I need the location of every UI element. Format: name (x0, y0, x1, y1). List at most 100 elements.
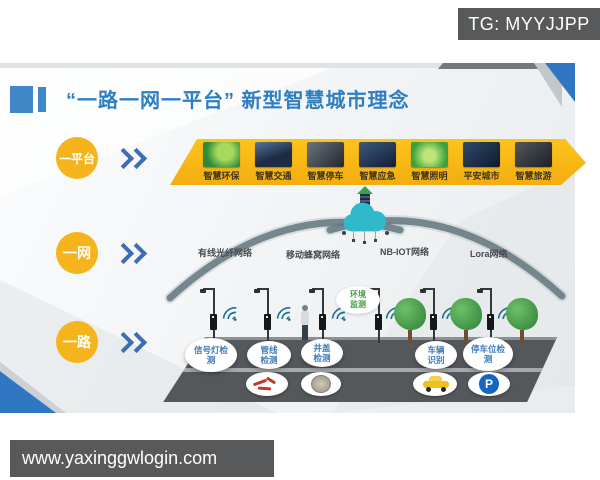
app-item: 智慧停车 (304, 142, 347, 182)
app-label: 智慧交通 (255, 171, 292, 181)
badge-road-label: 一路 (63, 334, 91, 350)
app-label: 智慧停车 (307, 171, 344, 181)
tourism-night-icon (515, 142, 552, 167)
road-lane-line (163, 368, 558, 372)
sensor-label: 井盖检测 (313, 342, 331, 363)
streetlight-pole (309, 288, 326, 343)
streetlight-pole (420, 288, 437, 343)
pipe-segment (257, 386, 272, 391)
app-item: 智慧应急 (356, 142, 399, 182)
connector-dot (342, 231, 346, 235)
controller-box (375, 314, 382, 330)
cloud-icon (343, 202, 387, 232)
tree-trunk (520, 330, 524, 344)
connector-dot (385, 231, 389, 235)
wifi-icon (222, 307, 237, 321)
smart-lighting-icon (411, 142, 448, 167)
streetlight-pole (477, 288, 494, 343)
sensor-ellipse-manhole: 井盖检测 (301, 339, 343, 367)
manhole-cover (311, 375, 331, 393)
badge-network: 一网 (56, 232, 98, 274)
pedestrian-icon (300, 305, 310, 341)
badge-platform: 一平台 (56, 137, 98, 179)
sensor-ellipse-vehicle: 车辆识别 (415, 341, 457, 369)
connector-dot (352, 239, 355, 242)
controller-box (319, 314, 326, 330)
connector-dot (374, 239, 377, 242)
app-item: 平安城市 (460, 142, 503, 182)
sensor-ellipse-parking: 停车位检测 (463, 337, 513, 371)
sensor-label: 管线检测 (260, 344, 278, 365)
app-item: 智慧旅游 (512, 142, 555, 182)
app-item: 智慧照明 (408, 142, 451, 182)
cloud-connector (363, 231, 366, 244)
parking-icon: P (468, 372, 510, 396)
chevron-right-icon (112, 147, 148, 170)
app-label: 智慧旅游 (515, 171, 552, 181)
page-title: “一路一网一平台” 新型智慧城市理念 (66, 90, 410, 112)
sensor-label: 停车位检测 (470, 343, 505, 364)
pipes-icon (246, 372, 288, 396)
person-torso (301, 311, 309, 325)
cloud-connector (352, 229, 355, 242)
controller-box (264, 314, 271, 330)
app-label: 智慧应急 (359, 171, 396, 181)
road-curb (163, 337, 558, 340)
chevron-right-icon (112, 242, 148, 265)
car-shape (423, 376, 449, 392)
tree-trunk (408, 330, 412, 344)
parking-letter: P (484, 377, 493, 391)
sensor-label: 信号灯检测 (193, 344, 228, 365)
app-item: 智慧交通 (252, 142, 295, 182)
safe-city-icon (463, 142, 500, 167)
tree-canopy (394, 298, 426, 330)
sensor-label: 车辆识别 (427, 344, 445, 365)
car-cabin (429, 376, 442, 384)
env-monitor-bubble: 环境监测 (336, 286, 380, 314)
arrow-shaft (360, 194, 370, 206)
streetlight-pole (254, 288, 271, 343)
controller-box (487, 314, 494, 330)
cloud-connector (374, 229, 377, 242)
tree-icon (505, 298, 539, 344)
tree-trunk (464, 330, 468, 344)
telegram-watermark: TG: MYYJJPP (458, 8, 600, 40)
emergency-city-icon (359, 142, 396, 167)
platform-banner: 智慧环保 智慧交通 智慧停车 智慧应急 智慧照明 平安城市 智慧旅游 (170, 139, 586, 185)
pipe-segment (265, 376, 277, 385)
sensor-ellipse-signal-light: 信号灯检测 (185, 338, 237, 372)
tree-icon (393, 298, 427, 344)
title-accent-bar-small (38, 87, 46, 112)
tree-canopy (450, 298, 482, 330)
app-item: 智慧环保 (200, 142, 243, 182)
app-label: 智慧环保 (203, 171, 240, 181)
highway-icon (255, 142, 292, 167)
tree-canopy (506, 298, 538, 330)
network-label-fiber: 有线光纤网络 (198, 248, 253, 258)
network-label-nbiot: NB-IOT网络 (380, 247, 429, 257)
badge-network-label: 一网 (63, 245, 91, 261)
controller-box (210, 314, 217, 330)
chevron-right-icon (112, 331, 148, 354)
parking-p-badge: P (479, 374, 499, 394)
network-label-cellular: 移动蜂窝网络 (286, 250, 341, 260)
person-head (302, 305, 308, 311)
network-label-lora: Lora网络 (470, 249, 508, 259)
badge-road: 一路 (56, 321, 98, 363)
streetlight-pole (200, 288, 217, 343)
app-label: 平安城市 (463, 171, 500, 181)
arrow-head (357, 186, 373, 194)
tree-icon (449, 298, 483, 344)
title-accent-bar (10, 86, 33, 113)
car-wheel (426, 387, 431, 392)
badge-platform-label: 一平台 (58, 151, 95, 166)
app-label: 智慧照明 (411, 171, 448, 181)
slide-top-dark-strip (438, 63, 542, 69)
telegram-watermark-text: TG: MYYJJPP (468, 13, 590, 34)
green-earth-icon (203, 142, 240, 167)
sensor-ellipse-pipeline: 管线检测 (247, 341, 291, 369)
env-monitor-label: 环境监测 (350, 290, 366, 309)
pipe-segment (252, 378, 268, 387)
manhole-cover-icon (301, 372, 341, 396)
